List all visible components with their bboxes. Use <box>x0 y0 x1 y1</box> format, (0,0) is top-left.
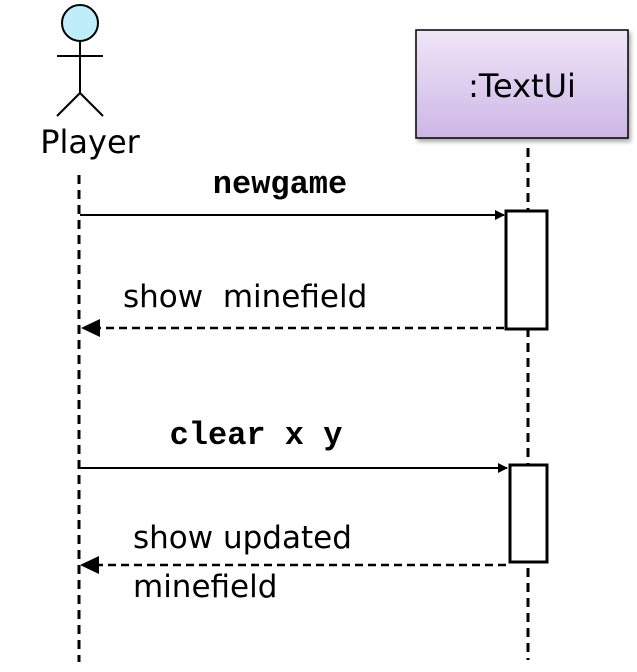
message-clear: clear x y <box>80 417 508 473</box>
message-show-updated-label-line-1: show updated <box>133 520 352 556</box>
actor-head <box>61 4 99 42</box>
actor-left-leg <box>56 92 81 117</box>
player-actor: Player <box>40 4 141 161</box>
message-show-updated-arrowhead <box>80 556 99 574</box>
activation-bar-2 <box>508 463 549 564</box>
message-show-minefield: show minefield <box>81 279 504 337</box>
message-clear-label: clear x y <box>170 417 343 454</box>
message-newgame: newgame <box>80 166 505 220</box>
message-show-minefield-arrowhead <box>81 319 100 337</box>
message-show-updated-label-line-2: minefield <box>133 569 277 605</box>
object-label: :TextUi <box>468 67 576 105</box>
message-show-updated: show updated minefield <box>80 520 506 605</box>
actor-label: Player <box>40 123 140 161</box>
message-show-minefield-label: show minefield <box>123 279 367 315</box>
textui-object: :TextUi <box>415 29 629 139</box>
actor-right-leg <box>79 92 104 117</box>
object-box <box>415 29 629 139</box>
message-newgame-label: newgame <box>213 166 347 203</box>
activation-bar-1 <box>504 209 549 331</box>
